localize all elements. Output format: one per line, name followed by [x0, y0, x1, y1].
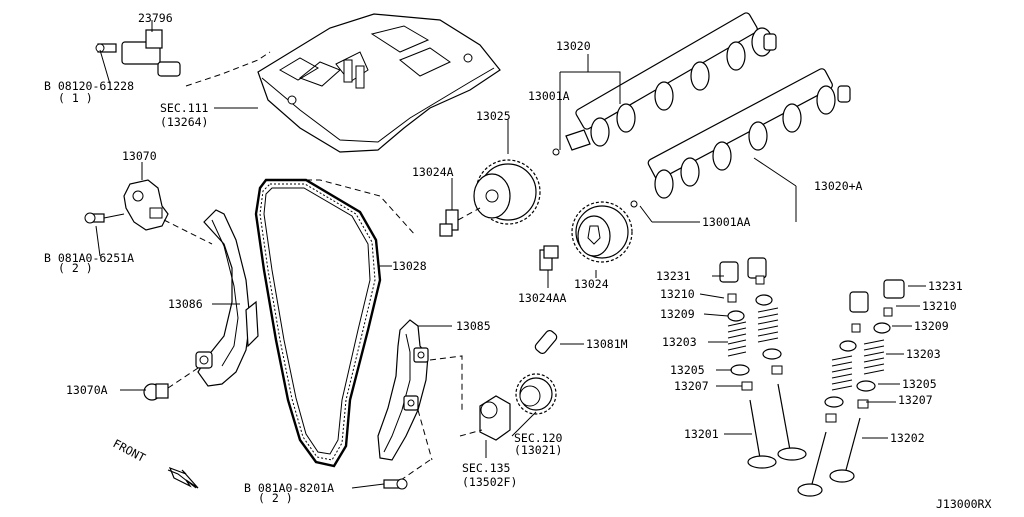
label-spring-r: 13203	[906, 347, 941, 361]
camshaft-a	[630, 68, 851, 208]
label-seal-l: 13207	[674, 379, 709, 393]
label-bolt-top: B 08120-61228	[44, 79, 134, 93]
label-slack-guide: 13086	[168, 297, 203, 311]
label-rocker-ref: (13264)	[160, 115, 208, 129]
rocker-cover	[257, 13, 501, 153]
label-cam-bolt-a: 13024A	[412, 165, 454, 179]
labels: 23796 B 08120-61228 ( 1 ) SEC.111 (13264…	[44, 11, 991, 511]
label-tension-guide: 13085	[456, 319, 491, 333]
label-sec120-ref: (13021)	[514, 443, 562, 457]
label-intake-sprocket: 13025	[476, 109, 511, 123]
front-label: FRONT	[111, 436, 148, 465]
label-sec135: SEC.135	[462, 461, 510, 475]
front-arrow	[167, 466, 199, 489]
label-lifter-r: 13231	[928, 279, 963, 293]
label-bolt-bottom-qty: ( 2 )	[258, 491, 293, 505]
label-camshaft-a: 13020+A	[814, 179, 863, 193]
label-bolt-mid: B 081A0-6251A	[44, 251, 134, 265]
label-exhaust-sprocket: 13024	[574, 277, 609, 291]
label-valve-exhaust: 13202	[890, 431, 925, 445]
label-seat-r: 13205	[902, 377, 937, 391]
tension-guide	[377, 319, 429, 461]
exhaust-cam-sprocket	[571, 201, 633, 263]
label-spring-l: 13203	[662, 335, 697, 349]
label-sec135-ref: (13502F)	[462, 475, 517, 489]
label-camshaft: 13020	[556, 39, 591, 53]
crank-sprocket-spacer	[479, 395, 511, 441]
label-slack-bolt: 13070A	[66, 383, 108, 397]
label-bolt-mid-qty: ( 2 )	[58, 261, 93, 275]
label-retainer-l: 13209	[660, 307, 695, 321]
cam-bolt-a	[439, 209, 459, 237]
slack-guide	[195, 209, 259, 387]
label-cam-pin-a: 13001A	[528, 89, 570, 103]
cam-bolt-aa	[539, 245, 559, 271]
label-chain: 13028	[392, 259, 427, 273]
camshaft	[552, 12, 777, 156]
leader-lines	[95, 20, 926, 489]
label-cam-pin-aa: 13001AA	[702, 215, 751, 229]
label-rocker-sec: SEC.111	[160, 101, 209, 115]
label-tensioner: 13070	[122, 149, 157, 163]
slack-guide-bolt	[143, 383, 169, 401]
label-retainer-r: 13209	[914, 319, 949, 333]
label-valve-intake: 13201	[684, 427, 719, 441]
label-sec120: SEC.120	[514, 431, 563, 445]
chain-tensioner	[84, 179, 169, 231]
label-bolt-top-qty: ( 1 )	[58, 91, 93, 105]
label-collet-r: 13210	[922, 299, 957, 313]
label-sensor: 23796	[138, 11, 173, 25]
label-dowel: 13081M	[586, 337, 628, 351]
camshaft-sensor	[95, 22, 181, 77]
label-seat-l: 13205	[670, 363, 705, 377]
timing-chain	[254, 178, 382, 468]
diagram-id: J13000RX	[936, 497, 991, 511]
dowel	[534, 329, 558, 355]
valve-stack-left	[719, 257, 807, 469]
bottom-bolt	[383, 478, 408, 490]
label-collet-l: 13210	[660, 287, 695, 301]
label-seal-r: 13207	[898, 393, 933, 407]
crank-sprocket	[515, 373, 557, 415]
valve-stack-right	[797, 279, 905, 497]
label-lifter-l: 13231	[656, 269, 691, 283]
intake-cam-sprocket	[473, 159, 541, 225]
label-cam-bolt-aa: 13024AA	[518, 291, 567, 305]
label-bolt-bottom: B 081A0-8201A	[244, 481, 334, 495]
